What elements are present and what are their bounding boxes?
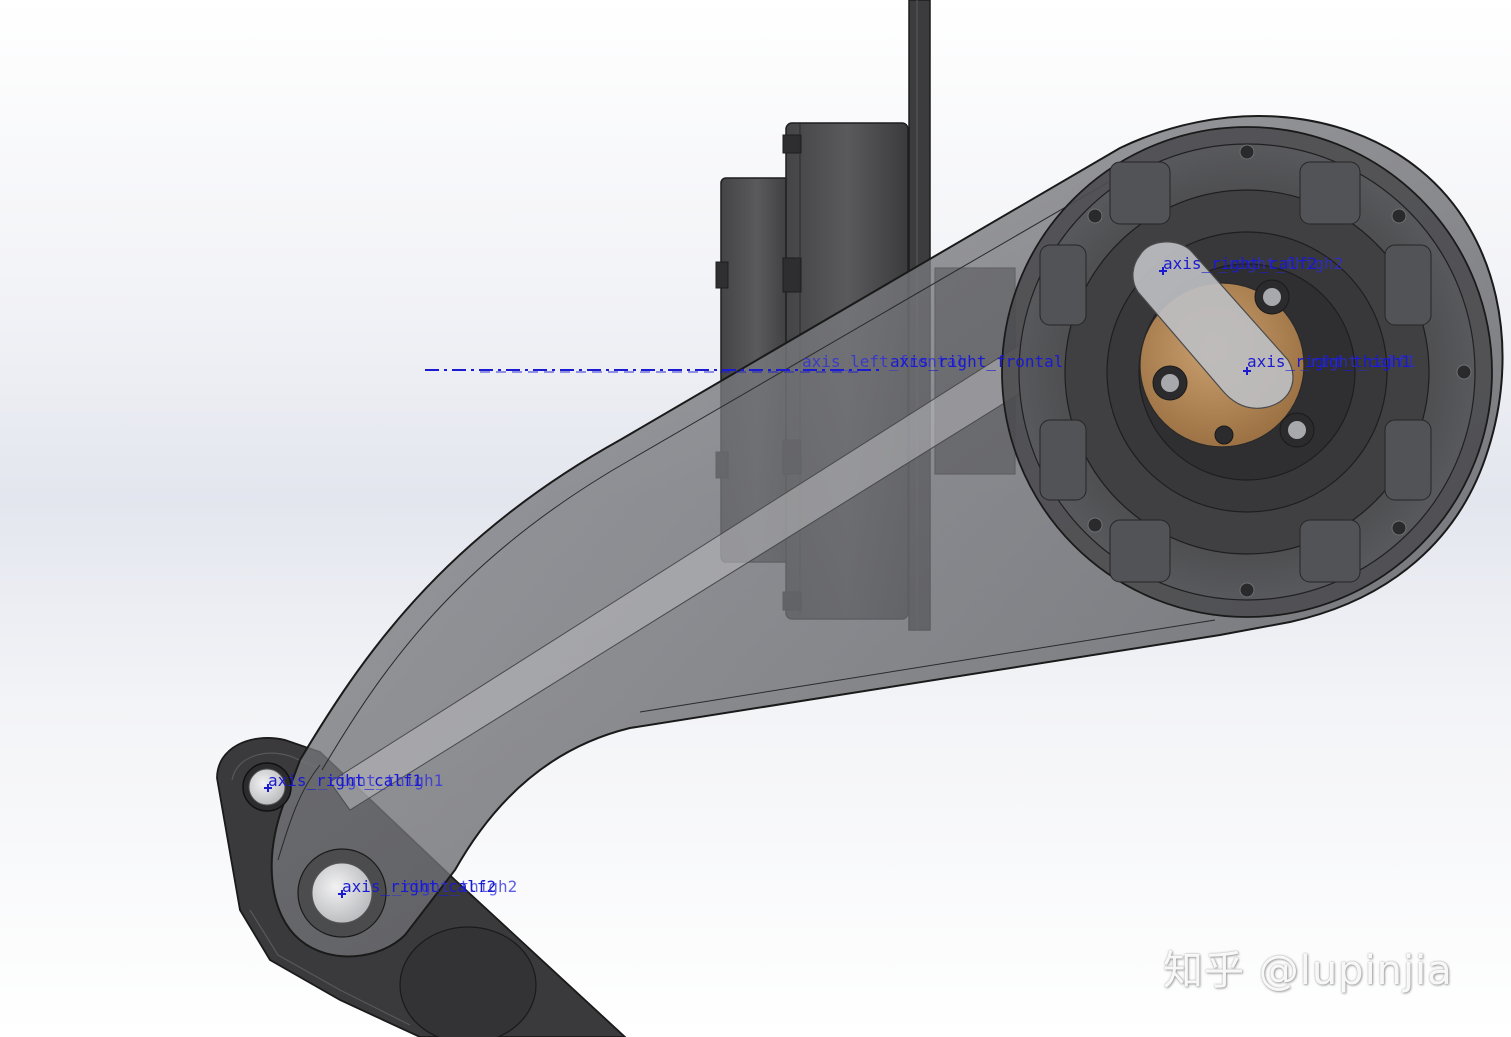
axis-label-lower-joint[interactable]: axis_right_calf2 [342,877,496,896]
axis-label-center-pulley-ghost: _right_calf1 [1300,352,1416,371]
frontal-axis-line [425,369,880,373]
axis-label-frontal[interactable]: axis_right_frontal [890,352,1063,371]
axis-markers [264,267,1251,898]
axis-label-lower-left-ghost: _right_thigh1 [318,771,443,790]
axis-label-center-pulley[interactable]: axis_right_thigh1 [1247,352,1411,371]
axis-label-frontal-ghost: axis_left_frontal [802,352,966,371]
watermark: 知乎 @lupinjia [1163,948,1453,994]
axis-label-lower-left[interactable]: axis_right_calf1 [268,771,422,790]
crank-arm [1132,241,1294,409]
axis-label-upper-pulley-ghost: _right_thigh2 [1218,254,1343,273]
axis-label-lower-joint-ghost: _right_thigh2 [392,877,517,896]
axis-label-upper-pulley[interactable]: axis_right_calf2 [1163,254,1317,273]
